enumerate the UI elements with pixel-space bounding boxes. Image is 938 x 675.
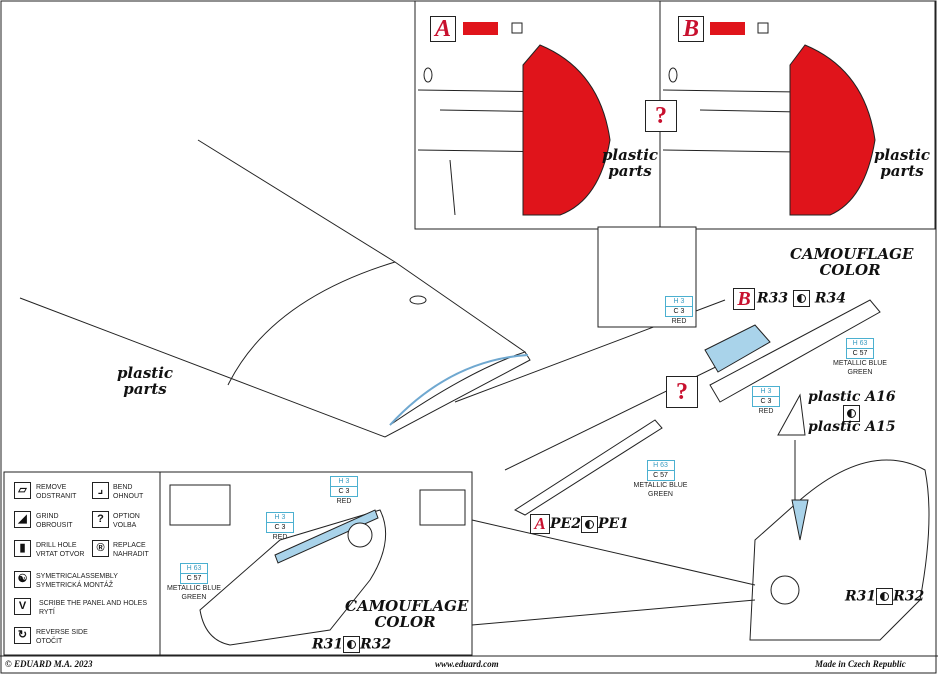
- detail-camouflage-label: CAMOUFLAGE COLOR: [345, 597, 469, 631]
- copyright: © EDUARD M.A. 2023: [5, 659, 93, 669]
- option-b-letter: B: [678, 16, 704, 42]
- rudder-drawing: [749, 459, 930, 641]
- detail-drawing: [169, 484, 466, 646]
- option-icon: ?: [666, 376, 698, 408]
- option-a-letter: A: [430, 16, 456, 42]
- symmetrical-icon: [343, 636, 361, 653]
- part-a16: plastic A16: [808, 389, 896, 405]
- grind-icon: ◢: [14, 511, 31, 528]
- option-icon: ?: [645, 100, 677, 132]
- symmetrical-icon: [843, 405, 860, 423]
- option-b-marker: B: [733, 288, 755, 310]
- fin-part-drawing: [513, 299, 881, 516]
- part-r33-r34: R33 R34: [757, 290, 846, 307]
- wing-label: plastic parts: [116, 364, 174, 398]
- part-r34: R34: [814, 290, 846, 307]
- option-icon: ?: [92, 511, 109, 528]
- inset-b-drawing: [662, 44, 876, 216]
- origin: Made in Czech Republic: [815, 659, 906, 669]
- camouflage-label: CAMOUFLAGE COLOR: [790, 245, 914, 279]
- remove-icon: ▱: [14, 482, 31, 499]
- wing-drawing: [19, 139, 531, 438]
- drill-icon: ▮: [14, 540, 31, 557]
- website: www.eduard.com: [435, 659, 499, 669]
- scribe-icon: V: [14, 598, 31, 615]
- symmetrical-icon: [793, 290, 810, 307]
- bend-icon: ⌟: [92, 482, 109, 499]
- symmetrical-icon: [580, 515, 598, 533]
- replace-icon: ®: [92, 540, 109, 557]
- symmetrical-icon: ☯: [14, 571, 31, 588]
- reverse-icon: ↻: [14, 627, 31, 644]
- inset-b-label: plastic parts: [873, 146, 931, 180]
- inset-a-drawing: [417, 44, 611, 216]
- part-a15: plastic A15: [808, 419, 896, 435]
- inset-a-label: plastic parts: [601, 146, 659, 180]
- symmetrical-icon: [876, 588, 894, 605]
- part-r33: R33: [757, 290, 789, 307]
- legend-box: [3, 471, 161, 656]
